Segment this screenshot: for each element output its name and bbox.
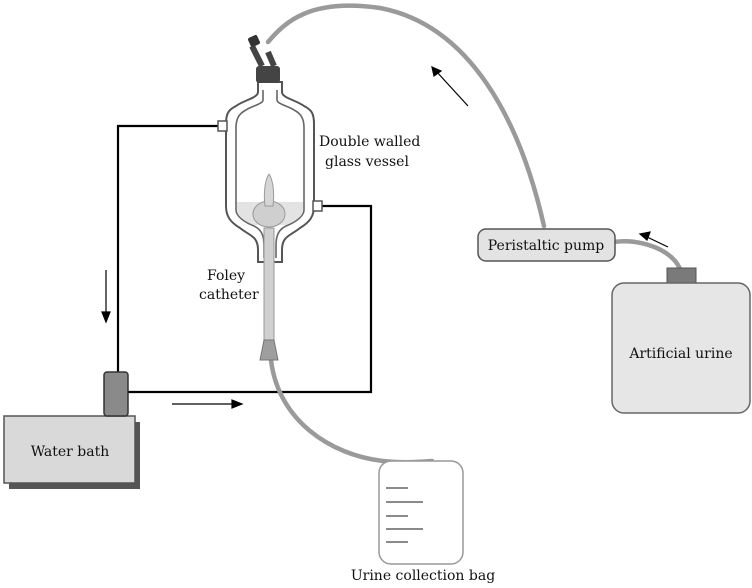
foley-catheter [252,173,286,361]
peristaltic-pump [477,228,616,262]
vessel-stopper [256,66,280,83]
flow-arrows [101,65,669,409]
catheter-funnel [259,339,279,361]
catheter-tip [263,173,275,207]
urine-container-body [611,282,751,414]
water-circuit [116,124,373,394]
urine-collection-bag [378,460,464,565]
arrow-up-left-pump [644,235,669,248]
tube-catheter-to-bag [268,357,435,465]
urine-container-cap [666,267,697,285]
tube-vessel-to-pump [265,3,547,229]
collection-bag-body [378,460,464,565]
vessel-label-line2: glass vessel [325,154,409,170]
collection-bag-label: Urine collection bag [351,568,495,584]
water-bath-label: Water bath [31,444,110,460]
pump-label: Peristaltic pump [488,238,605,254]
tube-pump-to-urine [611,239,684,275]
water-bath-port [103,371,129,417]
arrow-up-left-tube [435,70,469,107]
vessel-label-line1: Double walled [319,134,420,150]
urine-container-label: Artificial urine [628,346,732,362]
water-bath [3,371,140,489]
collection-bag-scale [386,487,423,543]
vessel-inlet-port [217,120,228,132]
catheter-label-line2: catheter [199,287,259,303]
artificial-urine-container [611,267,751,414]
catheter-shaft [263,227,275,341]
water-outlet-line [128,204,373,394]
water-inlet-line [116,124,218,372]
vessel-valve [249,44,277,68]
catheter-label-line1: Foley [207,268,245,284]
vessel-outlet-port [312,200,323,212]
